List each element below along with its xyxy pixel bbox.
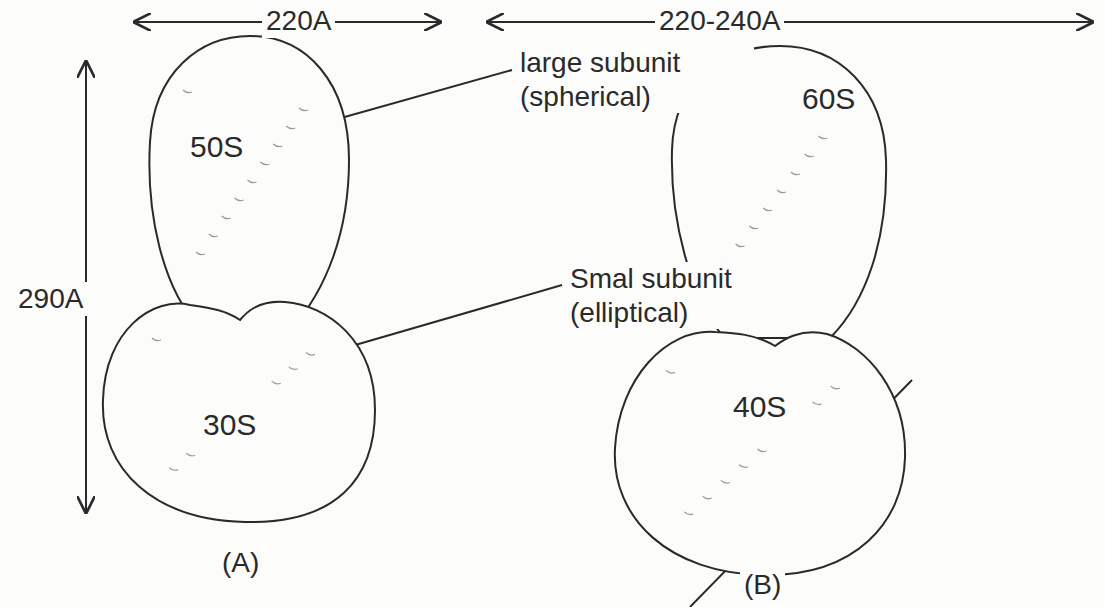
subunit-outline <box>605 318 910 580</box>
small-subunit: 30S <box>95 290 380 530</box>
large-subunit: 50S <box>140 30 355 330</box>
part-label: large subunit (spherical) <box>516 46 754 113</box>
subunit-name: 60S <box>802 82 855 116</box>
subunit-name: 40S <box>733 390 786 424</box>
small-subunit: 40S <box>605 318 910 580</box>
subunit-outline <box>140 30 355 330</box>
subunit-name: 50S <box>190 130 243 164</box>
dimension-label: 220-240A <box>655 4 784 38</box>
subunit-name: 30S <box>203 408 256 442</box>
part-label: Smal subunit (elliptical) <box>566 262 784 329</box>
dimension-label: 220A <box>262 4 335 38</box>
dimension-label: 290A <box>14 282 87 316</box>
figure-label: (A) <box>218 546 263 580</box>
figure-label: (B) <box>740 568 785 602</box>
